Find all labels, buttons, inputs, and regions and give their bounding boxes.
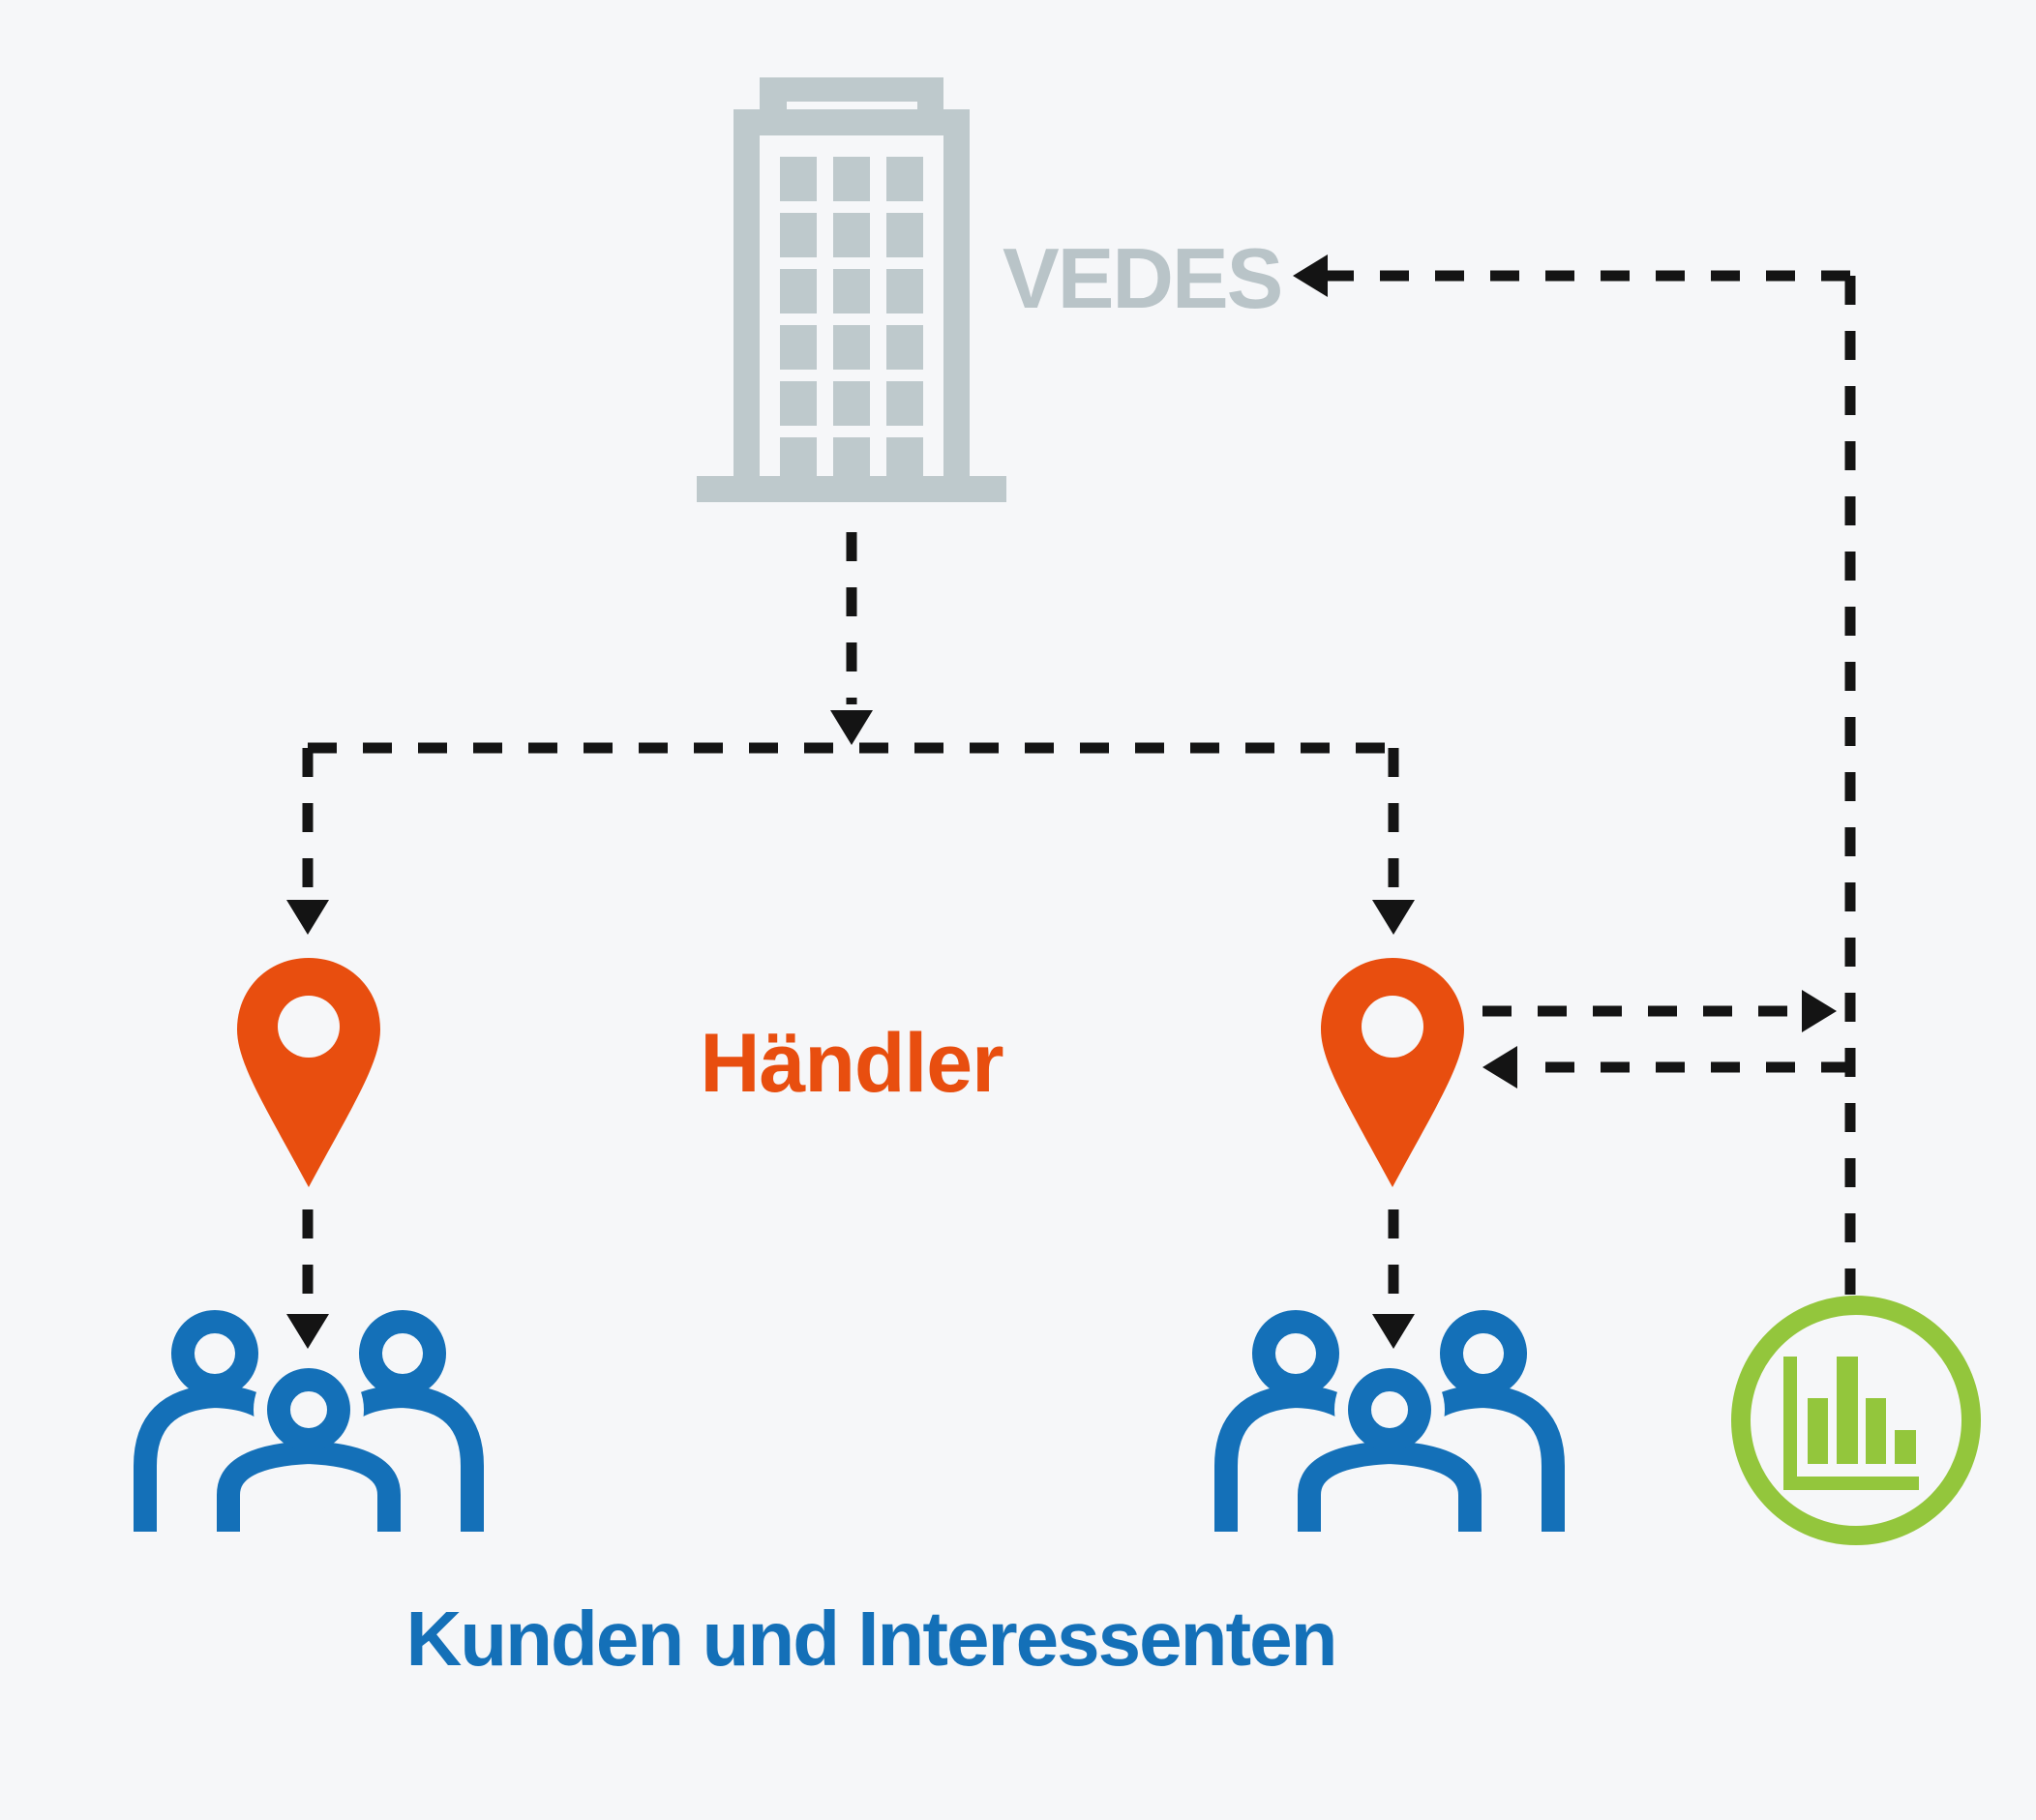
arrow-down-icon — [1372, 1314, 1415, 1349]
building-windows — [780, 157, 923, 476]
arrow-down-icon — [286, 1314, 329, 1349]
arrow-left-icon — [1482, 1046, 1517, 1089]
map-pin-icon — [1321, 958, 1464, 1187]
arrow-down-icon — [830, 710, 873, 745]
bar-chart-icon — [1731, 1296, 1981, 1545]
map-pin-icon — [237, 958, 380, 1187]
kunden-label: Kunden und Interessenten — [405, 1596, 1338, 1682]
arrow-right-icon — [1802, 990, 1837, 1032]
haendler-label: Händler — [700, 1017, 1003, 1110]
people-group-icon — [1214, 1310, 1565, 1532]
vedes-label: VEDES — [1003, 230, 1283, 326]
building-icon — [697, 77, 1006, 502]
arrow-left-icon — [1293, 254, 1328, 297]
arrow-down-icon — [286, 900, 329, 935]
people-group-icon — [134, 1310, 484, 1532]
arrow-down-icon — [1372, 900, 1415, 935]
